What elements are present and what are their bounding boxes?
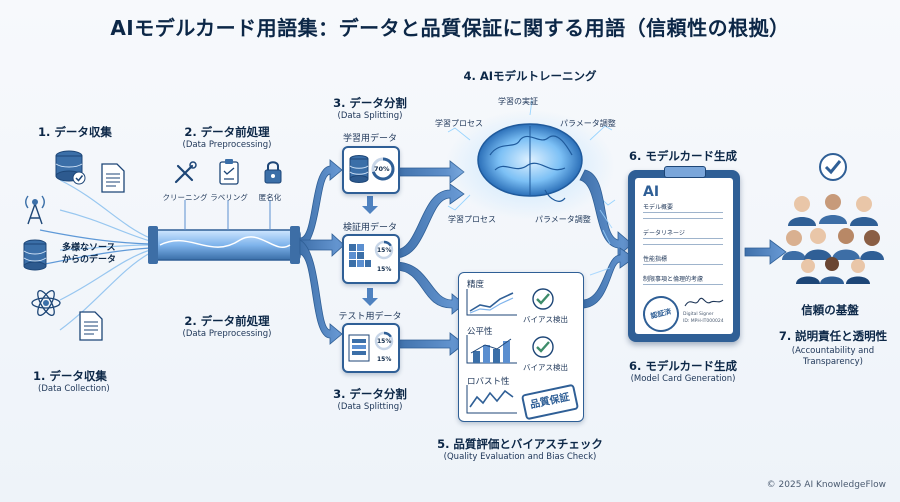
clipboard-clip	[664, 166, 706, 178]
split-arrows	[299, 159, 345, 345]
train-pct: 70%	[374, 165, 390, 173]
test-data-card: 15% 15%	[342, 323, 400, 373]
train-data-card: 70%	[342, 146, 400, 194]
val-data-card: 15% 15%	[342, 234, 400, 284]
step2-label-bottom-en: (Data Preprocessing)	[182, 329, 272, 339]
sources-label: 多様なソース からのデータ	[62, 243, 117, 265]
line-chart-icon	[466, 289, 517, 316]
step2-label-top: 2. データ前処理	[184, 125, 270, 139]
document-icon	[79, 311, 103, 341]
brain-label-process-bottom: 学習プロセス	[448, 215, 496, 224]
step7-label-en-1: (Accountability and	[791, 346, 875, 356]
card-ai-label: AI	[643, 184, 660, 200]
val-pct-a: 15%	[377, 247, 392, 254]
step7-label-en-2: Transparency)	[802, 357, 863, 367]
database-icon	[55, 150, 86, 185]
line-chart-icon	[466, 385, 517, 414]
test-pct-b: 15%	[377, 356, 392, 363]
metric-fairness: 公平性	[467, 327, 493, 337]
bias-detect-1: バイアス検出	[523, 315, 568, 324]
bar-chart-icon	[466, 335, 517, 364]
card-signer-id: ID: MPH-IT000024	[683, 319, 724, 324]
step6-label-top: 6. モデルカード生成	[628, 149, 738, 163]
card-line-limits: 制限事項と倫理的考慮	[643, 276, 704, 283]
tool-cleaning: クリーニング	[162, 193, 208, 202]
val-data-label: 検証用データ	[342, 223, 397, 233]
tool-labeling: ラベリング	[210, 193, 248, 202]
model-arrows	[394, 160, 465, 356]
brain-label-proof: 学習の実証	[498, 97, 538, 106]
step1-label-en: (Data Collection)	[38, 384, 110, 394]
data-pipe	[148, 226, 301, 264]
database-icon	[23, 239, 47, 271]
step5-label: 5. 品質評価とバイアスチェック	[437, 437, 603, 451]
clipboard-icon	[219, 159, 239, 185]
step3-label-bottom-en: (Data Splitting)	[337, 402, 403, 412]
step3-label-bottom: 3. データ分割	[333, 387, 407, 401]
card-line-metrics: 性能指標	[643, 256, 668, 263]
tools-icon	[174, 161, 197, 184]
model-card-clipboard: AI モデル概要 データリネージ 性能指標 制限事項と倫理的考慮 認証済 Dig…	[628, 166, 740, 342]
step1-label-top: 1. データ収集	[38, 125, 112, 139]
card-certified-stamp: 認証済	[639, 292, 683, 336]
model-card-sheet: AI モデル概要 データリネージ 性能指標 制限事項と倫理的考慮 認証済 Dig…	[635, 178, 733, 336]
document-icon	[348, 334, 370, 362]
step7-label: 7. 説明責任と透明性	[778, 329, 888, 343]
quality-panel: 精度 バイアス検出 公平性 バイアス検出 ロバスト性 品質保証	[458, 272, 584, 422]
brain-label-param-bottom: パラメータ調整	[535, 215, 591, 224]
document-icon	[101, 163, 125, 193]
check-circle-icon	[532, 336, 554, 358]
brain-label-process-top: 学習プロセス	[435, 119, 483, 128]
bias-detect-2: バイアス検出	[523, 363, 568, 372]
step6-label-en: (Model Card Generation)	[630, 374, 736, 384]
brain-icon	[477, 123, 583, 202]
atom-icon	[31, 289, 61, 317]
step4-label: 4. AIモデルトレーニング	[463, 69, 597, 83]
tool-anonymize: 匿名化	[258, 193, 282, 202]
lock-icon	[264, 161, 282, 184]
footer-copyright: © 2025 AI KnowledgeFlow	[766, 480, 886, 490]
card-signer: Digital Signer	[683, 312, 714, 317]
step5-label-en: (Quality Evaluation and Bias Check)	[443, 452, 597, 462]
test-data-label: テスト用データ	[338, 312, 402, 322]
database-icon	[349, 155, 369, 183]
brain-label-param-top: パラメータ調整	[560, 119, 616, 128]
check-circle-icon	[819, 153, 847, 181]
step1-label-bottom: 1. データ収集	[33, 369, 107, 383]
val-pct-b: 15%	[377, 266, 392, 273]
signature-icon	[684, 297, 724, 307]
data-blocks-icon	[349, 244, 371, 267]
step2-label-bottom: 2. データ前処理	[184, 314, 270, 328]
step3-label-top-en: (Data Splitting)	[337, 111, 403, 121]
check-circle-icon	[532, 288, 554, 310]
progress-ring	[374, 240, 394, 260]
step6-label-bottom: 6. モデルカード生成	[628, 359, 738, 373]
page-title: AIモデルカード用語集：データと品質保証に関する用語（信頼性の根拠）	[110, 16, 790, 40]
step3-label-top: 3. データ分割	[333, 96, 407, 110]
people-group-icon	[782, 194, 884, 284]
source-streams	[39, 179, 151, 331]
progress-ring	[374, 331, 394, 351]
quality-stamp: 品質保証	[520, 383, 580, 421]
trust-foundation-label: 信頼の基盤	[801, 303, 859, 317]
antenna-icon	[25, 195, 45, 225]
card-line-overview: モデル概要	[643, 204, 674, 211]
test-pct-a: 15%	[377, 338, 392, 345]
train-data-label: 学習用データ	[342, 134, 397, 144]
step2-label-top-en: (Data Preprocessing)	[182, 140, 272, 150]
metric-accuracy: 精度	[467, 280, 485, 290]
progress-ring	[371, 157, 395, 181]
metric-robustness: ロバスト性	[467, 377, 510, 387]
card-line-lineage: データリネージ	[643, 230, 685, 237]
